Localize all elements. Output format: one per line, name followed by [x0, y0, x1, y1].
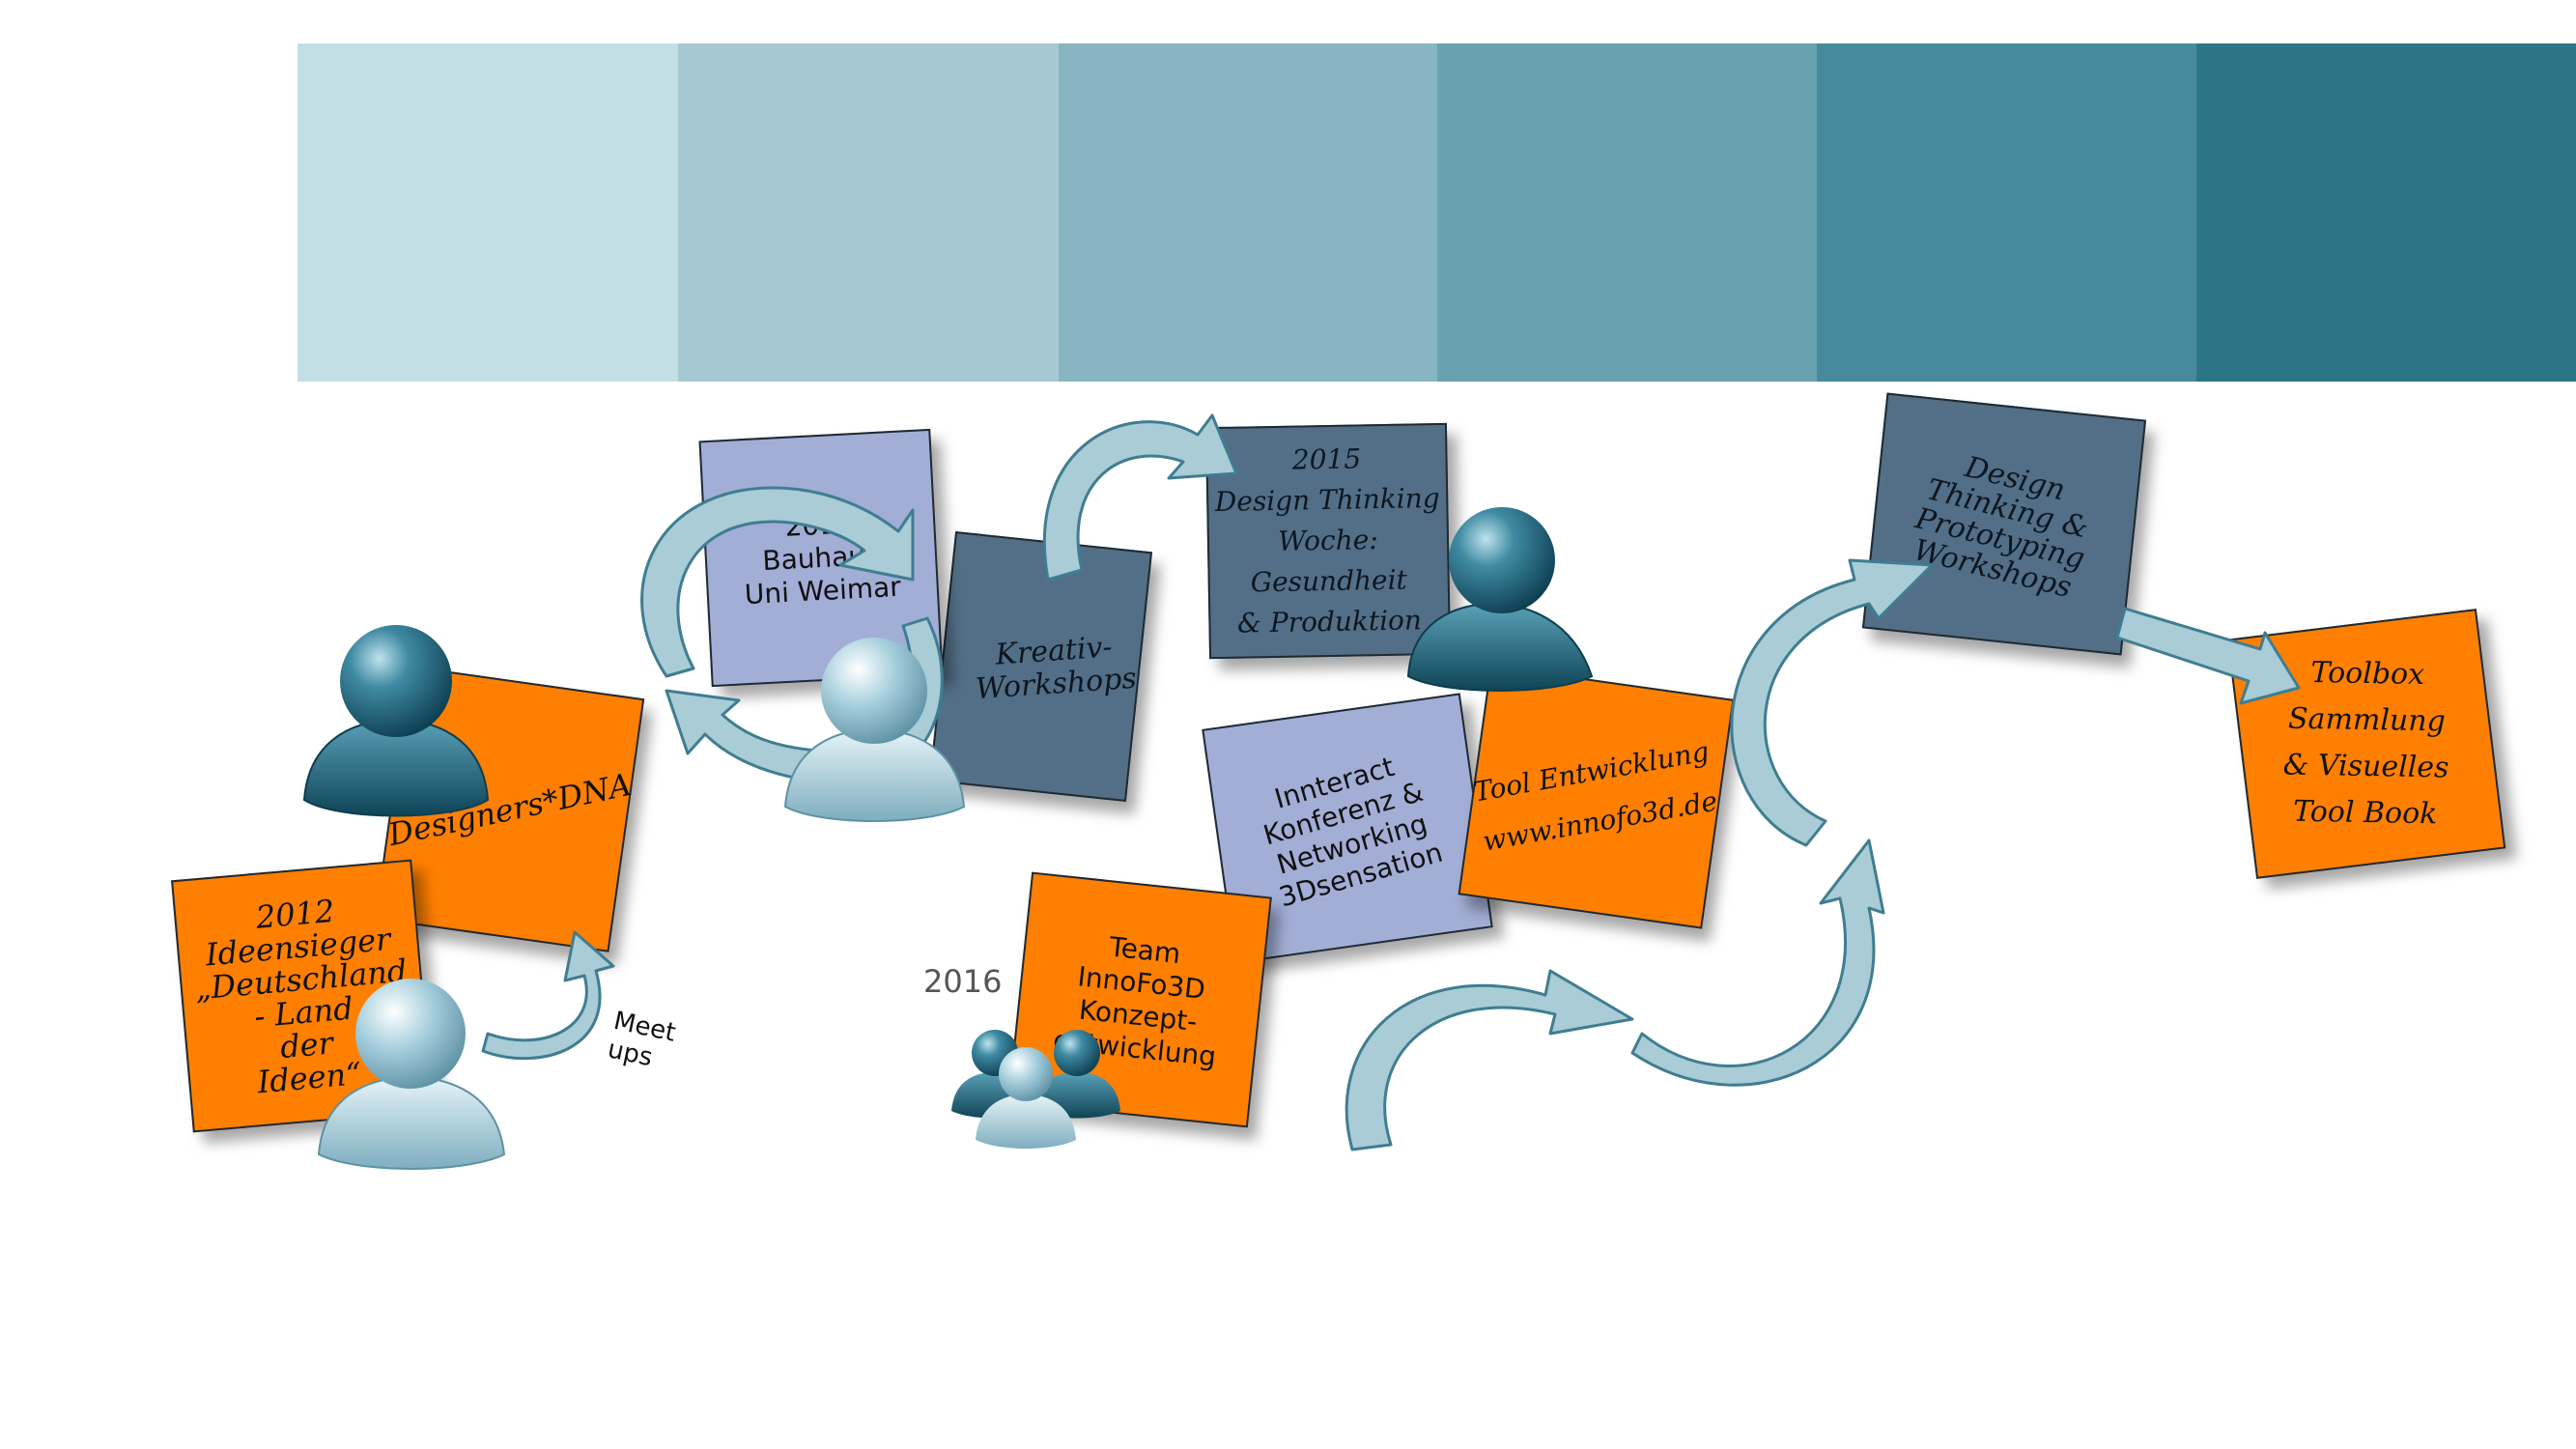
band-segment-4 — [1437, 43, 1817, 382]
swoop-arrow-right — [1630, 838, 1885, 1087]
band-segment-6 — [2196, 43, 2576, 382]
band-segment-2 — [678, 43, 1059, 382]
meetups-arrow — [481, 930, 615, 1061]
person-icon-light — [783, 638, 966, 822]
swoop-arrow-left — [1345, 969, 1634, 1151]
swoop-arrow-up — [1730, 558, 1934, 847]
band-segment-3 — [1059, 43, 1437, 382]
arrow-to-toolbox — [2115, 607, 2301, 705]
group-icon — [951, 1030, 1120, 1149]
arrow-to-2015 — [1042, 413, 1238, 582]
person-icon-teal — [1406, 507, 1594, 692]
person-icon-teal — [302, 625, 490, 817]
band-segment-1 — [297, 43, 678, 382]
arrows — [481, 413, 2301, 1151]
cycle-arrow-upper — [640, 486, 915, 678]
year-2016-label: 2016 — [923, 963, 1003, 1000]
band-segment-5 — [1817, 43, 2196, 382]
person-icon-light — [317, 979, 506, 1170]
